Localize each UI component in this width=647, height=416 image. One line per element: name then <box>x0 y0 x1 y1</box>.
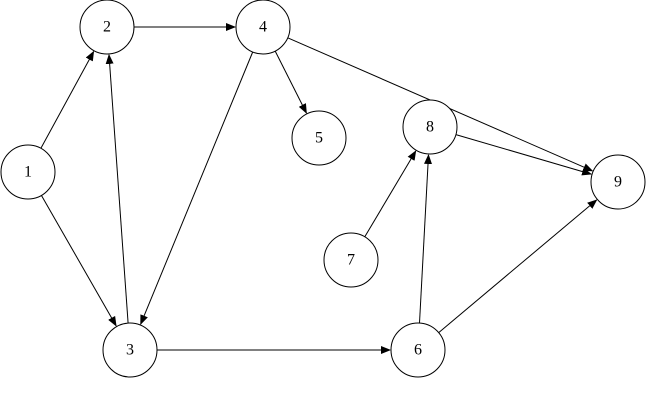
node-circle-7 <box>323 232 379 288</box>
edges-layer <box>40 23 598 354</box>
node-circle-3 <box>102 322 158 378</box>
edge-1-to-3 <box>40 195 117 327</box>
node-7: 7 <box>323 232 379 288</box>
edge-6-to-8 <box>419 154 433 324</box>
node-label-4: 4 <box>259 19 267 36</box>
node-label-7: 7 <box>347 252 355 269</box>
node-label-6: 6 <box>414 342 422 359</box>
node-circle-5 <box>291 110 347 166</box>
node-8: 8 <box>402 99 458 155</box>
edge-4-to-3 <box>140 51 254 326</box>
node-1: 1 <box>0 144 56 200</box>
node-label-8: 8 <box>426 119 434 136</box>
node-label-2: 2 <box>103 19 111 36</box>
node-6: 6 <box>390 322 446 378</box>
edge-3-to-2 <box>105 53 129 324</box>
edge-6-to-9 <box>438 199 598 333</box>
edge-4-to-5 <box>274 50 307 114</box>
node-label-3: 3 <box>126 342 134 359</box>
node-label-9: 9 <box>614 174 622 191</box>
edge-7-to-8 <box>364 150 417 238</box>
edge-8-to-9 <box>455 134 593 176</box>
node-label-5: 5 <box>315 130 323 147</box>
node-2: 2 <box>79 0 135 55</box>
node-4: 4 <box>235 0 291 55</box>
nodes-layer: 1 2 3 4 5 6 7 8 9 <box>0 0 646 378</box>
node-circle-8 <box>402 99 458 155</box>
node-5: 5 <box>291 110 347 166</box>
node-9: 9 <box>590 154 646 210</box>
node-circle-4 <box>235 0 291 55</box>
node-circle-6 <box>390 322 446 378</box>
node-3: 3 <box>102 322 158 378</box>
node-circle-1 <box>0 144 56 200</box>
edge-1-to-2 <box>40 50 95 149</box>
node-circle-2 <box>79 0 135 55</box>
node-circle-9 <box>590 154 646 210</box>
node-label-1: 1 <box>24 164 32 181</box>
